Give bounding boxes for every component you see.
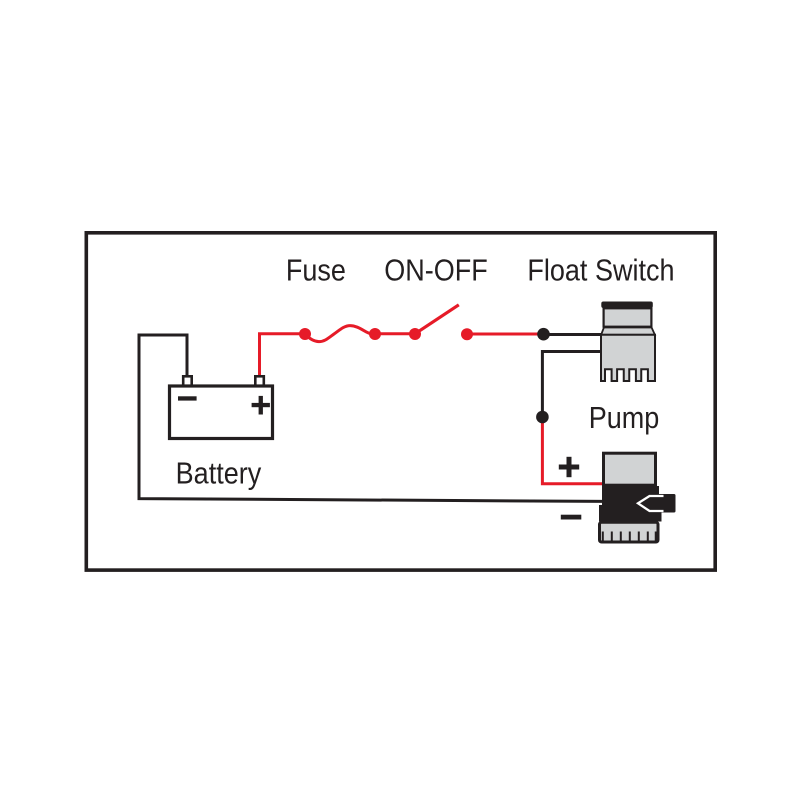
svg-text:Pump: Pump [589, 401, 660, 435]
svg-text:Fuse: Fuse [286, 254, 346, 288]
svg-text:Float Switch: Float Switch [527, 254, 674, 288]
svg-text:ON-OFF: ON-OFF [384, 254, 488, 288]
svg-text:Battery: Battery [176, 457, 262, 491]
